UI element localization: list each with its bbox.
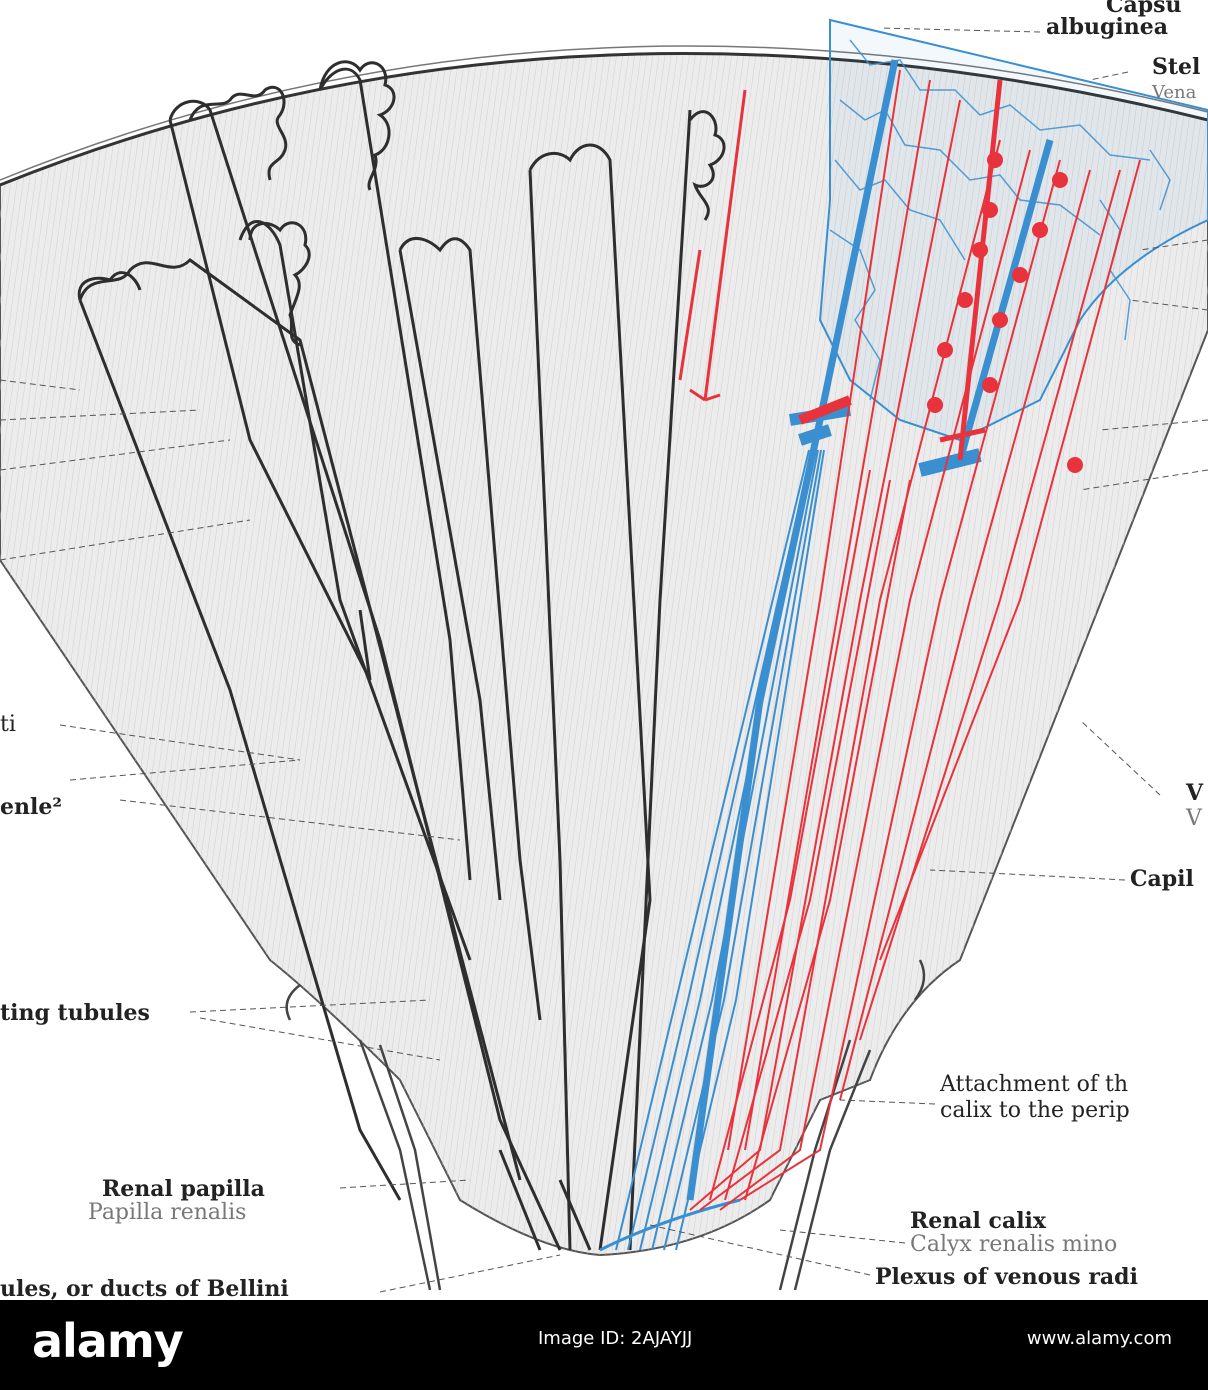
label-capil: Capil: [1130, 866, 1194, 892]
label-albuginea: albuginea: [1046, 14, 1168, 40]
site-url-text: www.alamy.com: [1026, 1328, 1172, 1349]
label-ducts-of-bellini: ules, or ducts of Bellini: [0, 1276, 289, 1300]
alamy-logo: alamy: [32, 1314, 184, 1368]
label-v-bold: V: [1186, 780, 1204, 806]
label-renal-calix: Renal calix: [910, 1208, 1047, 1234]
label-henle: enle²: [0, 794, 62, 820]
capsule-outline: [0, 52, 1208, 187]
kidney-pyramid-illustration: Capsu albuginea Stel Vena ti enle² V V C…: [0, 0, 1208, 1300]
label-attachment-line2: calix to the perip: [940, 1098, 1130, 1123]
label-v-light: V: [1186, 806, 1202, 831]
venous-plexus: [599, 18, 1208, 1252]
image-id-text: Image ID: 2AJAYJJ: [538, 1328, 693, 1349]
glomeruli: [927, 152, 1083, 473]
arterial-tree: [678, 69, 1141, 1211]
anatomy-drawing: [0, 18, 1208, 1293]
label-vena: Vena: [1152, 82, 1197, 103]
label-renal-papilla: Renal papilla: [102, 1176, 265, 1202]
label-ti: ti: [0, 712, 16, 737]
label-collecting-tubules: ting tubules: [0, 1000, 150, 1026]
label-capsula: Capsu: [1106, 0, 1182, 18]
label-stel: Stel: [1152, 54, 1201, 80]
leader-lines: [0, 27, 1208, 1293]
label-plexus-venous: Plexus of venous radi: [875, 1264, 1138, 1290]
renal-calix-walls: [285, 959, 926, 1291]
convoluted-tubules: [77, 60, 726, 347]
label-calyx-renalis: Calyx renalis mino: [910, 1232, 1118, 1257]
label-attachment-line1: Attachment of th: [940, 1072, 1129, 1097]
label-papilla-renalis: Papilla renalis: [88, 1200, 247, 1225]
watermark-bar: alamy Image ID: 2AJAYJJ www.alamy.com: [0, 1300, 1208, 1390]
